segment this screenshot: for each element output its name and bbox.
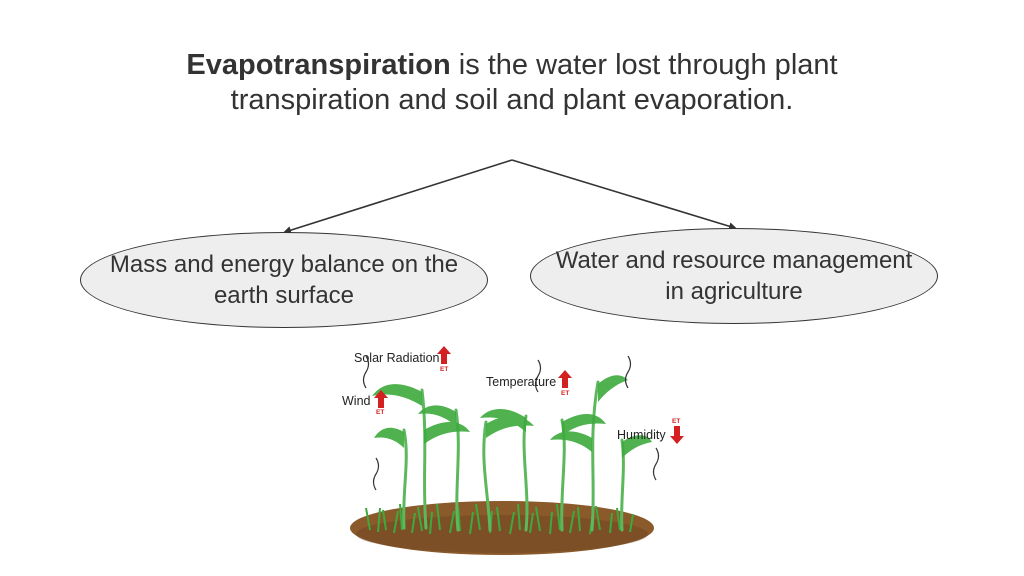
evapotranspiration-illustration: Solar Radiation ET Temperature ET Wind E… (342, 346, 684, 555)
factor-temperature-label: Temperature (486, 375, 556, 389)
factor-solar-radiation-et: ET (440, 366, 448, 373)
factor-temperature-et: ET (561, 390, 569, 397)
connector-left (283, 159, 513, 234)
factor-solar-radiation-label: Solar Radiation (354, 351, 440, 365)
node-mass-energy-balance: Mass and energy balance on the earth sur… (80, 232, 488, 328)
factor-wind-label: Wind (342, 394, 371, 408)
soil-shadow (356, 515, 648, 553)
node-left-label: Mass and energy balance on the earth sur… (109, 251, 459, 309)
down-arrow-icon (670, 426, 684, 444)
headline-term: Evapotranspiration (186, 49, 451, 81)
up-arrow-icon (374, 390, 388, 408)
factor-wind-et: ET (376, 409, 384, 416)
factor-humidity-et: ET (672, 418, 680, 425)
plant-leaves (372, 375, 652, 458)
factor-humidity-label: Humidity (617, 428, 666, 442)
node-water-resource-management: Water and resource management in agricul… (530, 228, 938, 324)
up-arrow-icon (437, 346, 451, 364)
headline: Evapotranspiration is the water lost thr… (170, 48, 854, 118)
connector-right (511, 159, 737, 231)
node-right-label: Water and resource management in agricul… (555, 247, 913, 305)
grass (365, 503, 634, 535)
headline-definition: is the water lost through plant transpir… (230, 49, 838, 116)
vapour-lines (362, 355, 660, 491)
up-arrow-icon (558, 370, 572, 388)
